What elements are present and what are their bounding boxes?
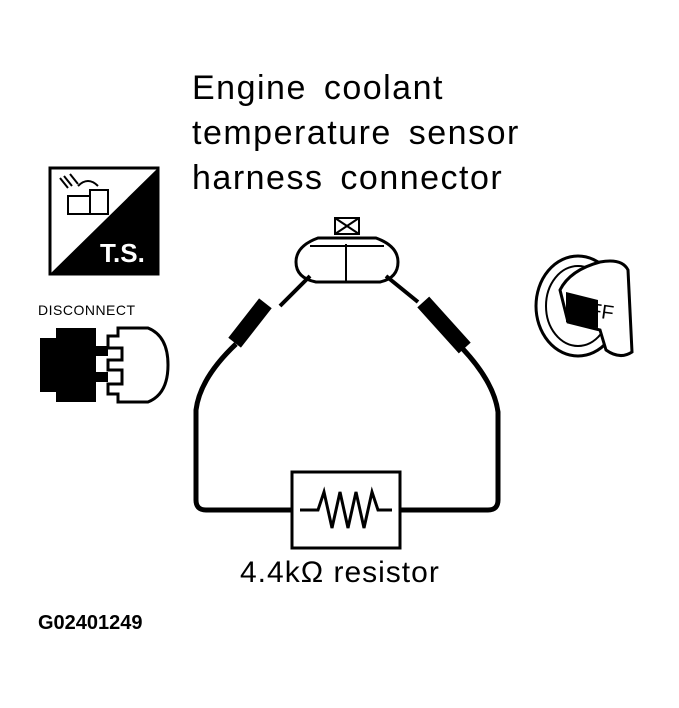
title-line-2: temperature sensor — [192, 114, 520, 152]
harness-connector — [294, 217, 400, 284]
resistor-label: 4.4kΩ resistor — [240, 556, 440, 589]
resistor — [290, 470, 402, 550]
diagram-title: Engine coolant temperature sensor harnes… — [192, 66, 520, 201]
title-line-1: Engine coolant — [192, 69, 444, 107]
disconnect-icon — [40, 326, 170, 404]
ts-icon-label: T.S. — [100, 238, 145, 268]
title-line-3: harness connector — [192, 159, 504, 197]
disconnect-label: DISCONNECT — [38, 302, 136, 318]
figure-id: G02401249 — [38, 612, 143, 634]
ignition-key-off-icon: OFF — [534, 254, 634, 358]
right-test-lead — [384, 274, 501, 513]
ts-icon — [48, 166, 160, 276]
left-test-lead — [193, 274, 312, 513]
